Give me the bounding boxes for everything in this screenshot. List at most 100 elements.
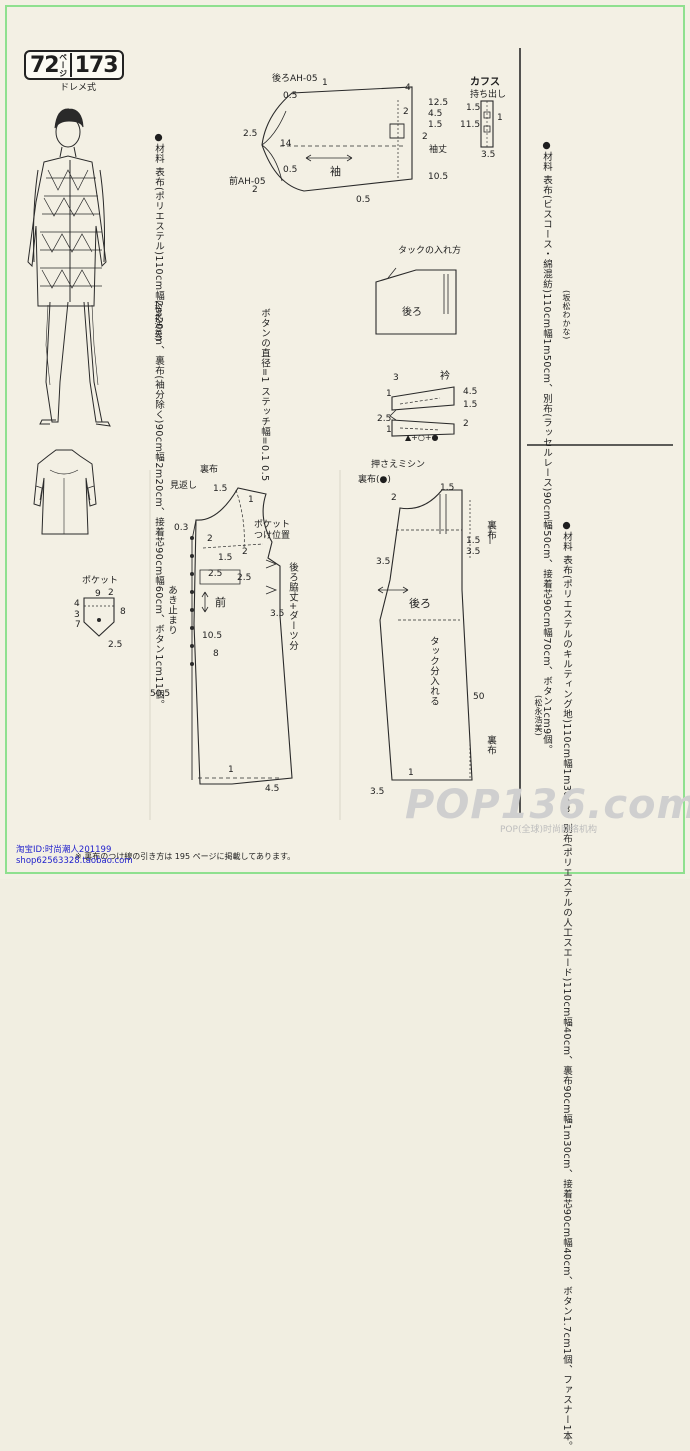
front-open-note: あき止まり <box>166 585 177 635</box>
collar-dim: 1 <box>386 389 392 399</box>
cuff-subtitle: 持ち出し <box>470 90 507 100</box>
design-type: ドレメ式 <box>60 83 97 93</box>
design-number: 173 <box>74 52 119 78</box>
sleeve-front-ah: 前AH-05 <box>229 177 266 187</box>
pocket-dim: 9 <box>95 589 101 599</box>
front-dim: 1.5 <box>213 484 228 494</box>
cuff-dim: 3.5 <box>481 150 496 160</box>
watermark: POP136.com POP(全球)时尚网络机构 <box>405 782 690 835</box>
materials-right-top: ●材料 表布(ビスコース・綿混紡)110cm幅1m50cm、別布(ラッセルレース… <box>541 140 552 755</box>
front-pocket-position: ポケット つけ位置 <box>254 520 291 541</box>
front-side-note: 後ろ脇丈+ダーツ分 <box>287 562 298 651</box>
back-dim: 2 <box>391 493 397 503</box>
collar-marks: ▲+○+● <box>405 433 439 442</box>
front-dim: 3.5 <box>270 609 285 619</box>
sleeve-dim: 14 <box>280 139 292 149</box>
pocket-dim: 8 <box>120 607 126 617</box>
sleeve-dim: 2 <box>403 107 409 117</box>
collar-title: 衿 <box>440 371 450 382</box>
page-badge: 72 ページ 173 <box>24 50 124 80</box>
front-dim: 4.5 <box>265 784 280 794</box>
shop-url[interactable]: shop62563328.taobao.com <box>16 856 133 866</box>
page-number: 72 <box>30 52 60 78</box>
back-label: 後ろ <box>409 597 431 610</box>
tuck-back-label: 後ろ <box>402 307 422 318</box>
sleeve-back-ah: 後ろAH-05 <box>272 74 318 84</box>
front-dim: 1.5 <box>218 553 233 563</box>
front-dim: 2 <box>242 547 248 557</box>
column-dividers <box>519 48 673 815</box>
front-label: 前 <box>215 596 226 609</box>
back-dim: 3.5 <box>376 557 391 567</box>
collar-dim: 3 <box>393 373 399 383</box>
back-dim: 1 <box>408 768 414 778</box>
credit-right-top: (坂松わかな) <box>562 290 571 340</box>
tuck-title: タックの入れ方 <box>398 246 462 256</box>
front-dim: 50.5 <box>150 689 171 699</box>
watermark-tagline: POP(全球)时尚网络机构 <box>500 825 597 835</box>
materials-left: ●材料 表布(ポリエステル)110cm幅2m20cm、裏布(袖分除く)90cm幅… <box>153 132 164 710</box>
cuff-dim: 1 <box>497 113 503 123</box>
materials-right-bottom: ●材料 表布(ポリエステルのキルティング地)110cm幅1m30cm、別布(ポリ… <box>561 520 572 1451</box>
button-note: ボタンの直径=1 ステッチ幅=0.1 0.5 <box>259 308 270 482</box>
front-dim: 1 <box>228 765 234 775</box>
front-bodice-pattern <box>190 487 293 785</box>
back-dim: 1.5 <box>440 483 455 493</box>
back-dim: 50 <box>473 692 485 702</box>
pocket-dim: 2.5 <box>108 640 123 650</box>
pattern-drawings <box>27 48 673 820</box>
cuff-dim: 1.5 <box>466 103 481 113</box>
cuff-title: カフス <box>470 77 500 88</box>
sleeve-dim: 10.5 <box>428 172 449 182</box>
shop-id: 淘宝ID:时尚潮人201199 <box>16 845 112 855</box>
collar-dim: 1 <box>386 425 392 435</box>
sleeve-dim: 2 <box>252 185 258 195</box>
sleeve-dim: 0.5 <box>356 195 371 205</box>
credit-right-bottom: (松永浩美) <box>534 695 543 737</box>
watermark-brand: POP136.com <box>405 782 690 828</box>
footnote: ※ 裏布のつけ線の引き方は 195 ページに掲載してあります。 <box>75 852 296 861</box>
front-dim: 2.5 <box>208 569 223 579</box>
collar-dim: 1.5 <box>463 400 478 410</box>
sleeve-dim: 0.5 <box>283 165 298 175</box>
front-lining-label: 裏布 <box>200 465 219 475</box>
sleeve-dim: 2 <box>422 132 428 142</box>
front-facing-label: 見返し <box>170 481 198 491</box>
credit-left: (松永浩美) <box>154 300 163 342</box>
front-dim: 2.5 <box>237 573 252 583</box>
sleeve-dim: 12.5 <box>428 98 449 108</box>
pocket-dim: 4 <box>74 599 80 609</box>
cuff-pattern <box>480 100 494 148</box>
pocket-pattern <box>83 597 115 637</box>
back-lining-note: 裏布(●) <box>358 475 391 485</box>
collar-pattern <box>389 386 455 437</box>
back-dim: 1.5 <box>466 536 481 546</box>
back-view-illustration <box>33 449 97 535</box>
sleeve-dim: 2.5 <box>243 129 258 139</box>
pocket-dim: 3 <box>74 610 80 620</box>
pocket-dim: 2 <box>108 588 114 598</box>
shop-footer: 淘宝ID:时尚潮人201199 shop62563328.taobao.com <box>16 845 133 867</box>
sleeve-pattern <box>261 86 413 192</box>
model-illustration <box>27 108 111 427</box>
sleeve-dim: 0.5 <box>283 91 298 101</box>
pocket-dim: 7 <box>75 620 81 630</box>
back-dim: 3.5 <box>466 547 481 557</box>
sleeve-label: 袖 <box>330 165 341 178</box>
back-bodice-pattern <box>377 489 491 781</box>
back-lining-label-lower: 裏布 <box>485 735 496 755</box>
sleeve-dim: 4.5 <box>428 109 443 119</box>
collar-dim: 2.5 <box>377 414 392 424</box>
cuff-dim: 11.5 <box>460 120 481 130</box>
back-tuck-note: タック分入れる <box>428 636 439 706</box>
back-stitch-label: 押さえミシン <box>371 460 426 470</box>
pattern-page: { "header": { "page_number": "72", "page… <box>5 5 690 1451</box>
page-border <box>5 5 685 874</box>
collar-dim: 4.5 <box>463 387 478 397</box>
back-lining-label: 裏布 <box>485 520 496 540</box>
sleeve-dim: 1 <box>322 78 328 88</box>
front-dim: 0.3 <box>174 523 189 533</box>
sleeve-dim: 4 <box>405 83 411 93</box>
front-dim: 8 <box>213 649 219 659</box>
pocket-title: ポケット <box>82 576 119 586</box>
